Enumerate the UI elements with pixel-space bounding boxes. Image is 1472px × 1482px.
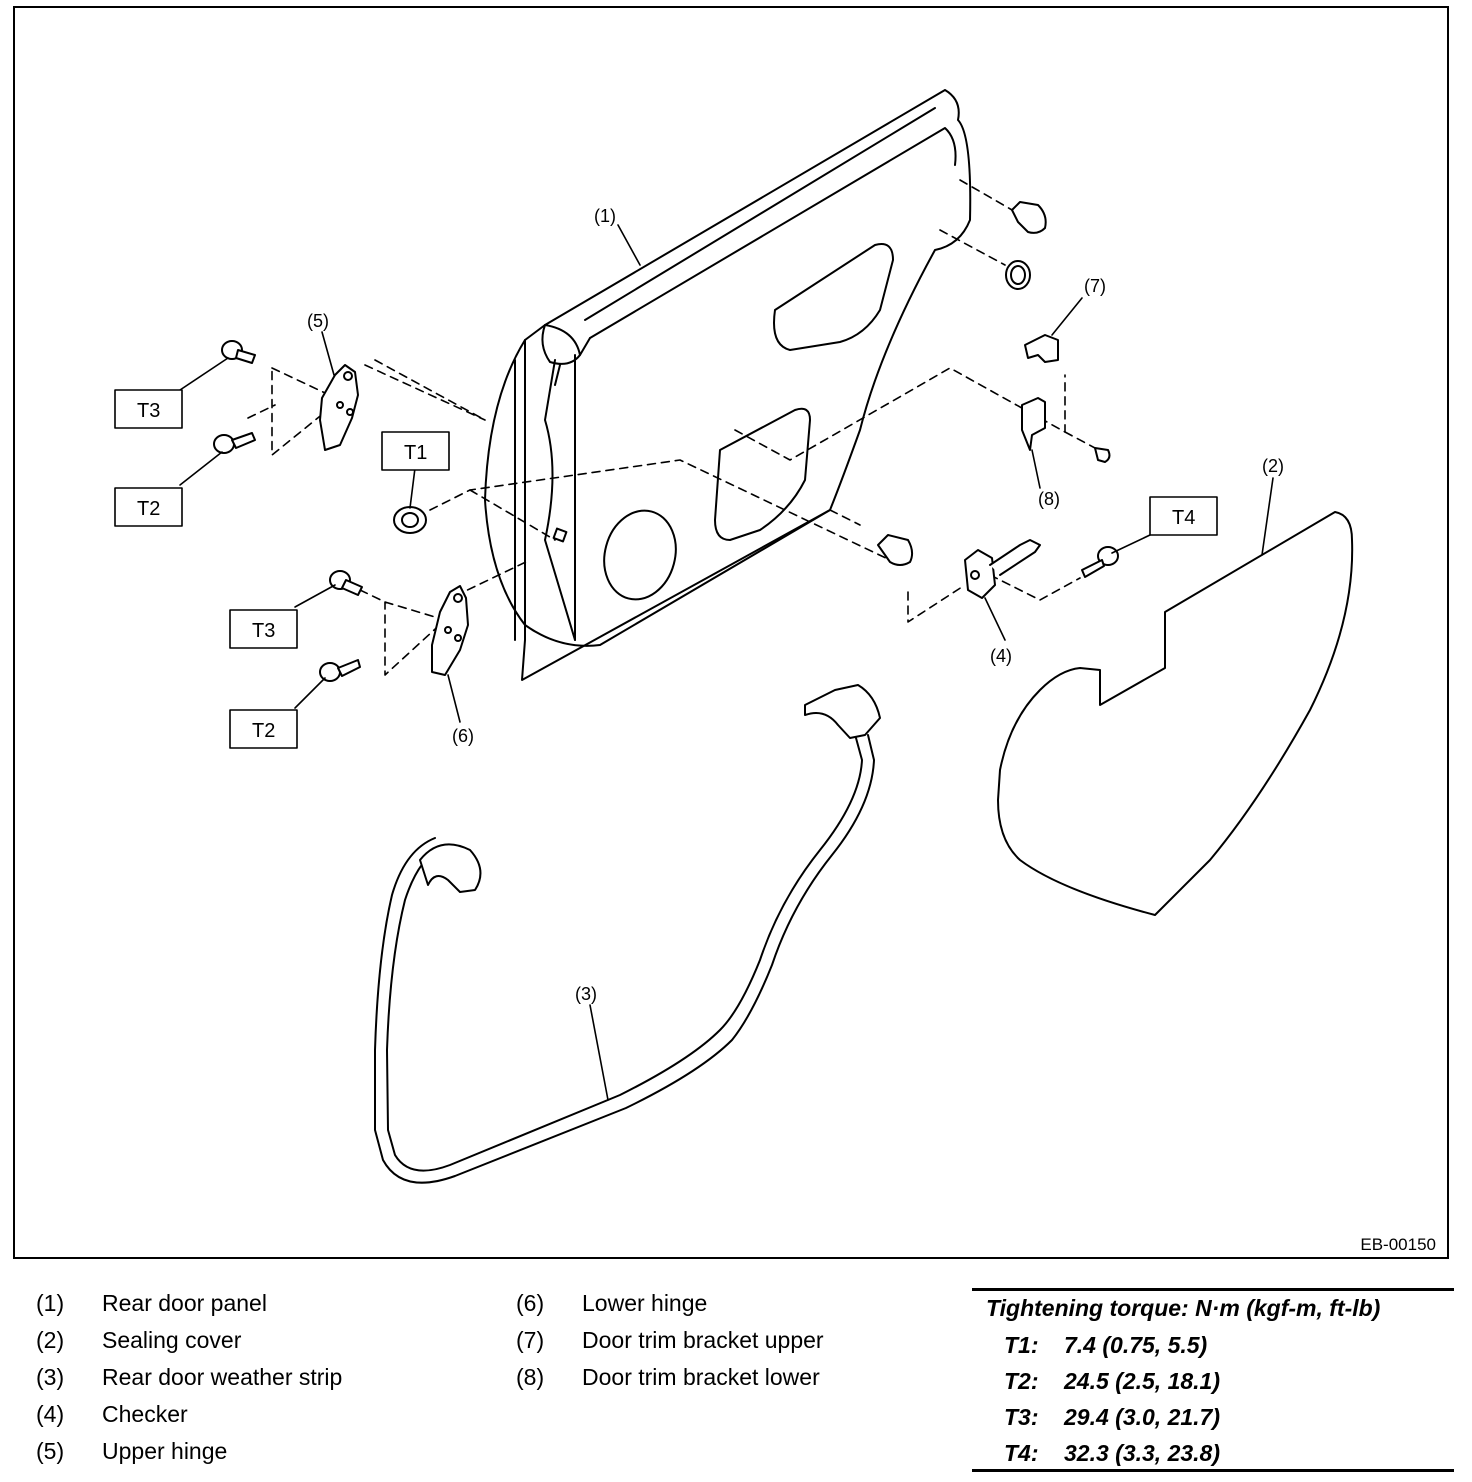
torque-label-t1: T1 (404, 442, 427, 464)
bolt-t3-lower (329, 570, 363, 596)
nut-t1 (393, 506, 427, 534)
rear-door-panel (484, 89, 972, 681)
torque-label-t3-lower: T3 (252, 620, 275, 642)
screw-small (1094, 447, 1111, 463)
torque-label-t3-upper: T3 (137, 400, 160, 422)
callout-4: (4) (990, 646, 1012, 666)
legend-num: (8) (516, 1364, 545, 1390)
bolt-t4 (1081, 546, 1119, 578)
torque-key: T1: (1004, 1332, 1039, 1358)
torque-table-title: Tightening torque: N·m (kgf-m, ft-lb) (986, 1295, 1381, 1321)
torque-table: Tightening torque: N·m (kgf-m, ft-lb) T1… (972, 1288, 1454, 1472)
legend-text: Upper hinge (102, 1438, 228, 1464)
parts-legend-right: (6) Lower hinge (7) Door trim bracket uppe… (516, 1290, 956, 1401)
legend-num: (3) (36, 1364, 65, 1390)
checker (964, 539, 1041, 599)
torque-label-boxes (114, 389, 1218, 749)
bolt-t3-upper (221, 340, 256, 364)
figure-code: EB-00150 (1360, 1235, 1436, 1254)
callout-8: (8) (1038, 489, 1060, 509)
legend-text: Checker (102, 1401, 188, 1427)
door-trim-bracket-upper (1024, 334, 1059, 363)
torque-row: T2: 24.5 (2.5, 18.1) (1004, 1368, 1220, 1395)
door-trim-bracket-lower (1021, 397, 1046, 451)
torque-label-t2-lower: T2 (252, 720, 275, 742)
door-clips (877, 201, 1047, 566)
callout-6: (6) (452, 726, 474, 746)
upper-hinge (319, 364, 359, 451)
torque-key: T4: (1004, 1440, 1039, 1466)
sealing-cover (997, 511, 1354, 916)
diagram-frame (13, 6, 1449, 1259)
bolt-t2-lower (319, 659, 361, 682)
torque-row: T3: 29.4 (3.0, 21.7) (1004, 1404, 1220, 1431)
torque-value: 7.4 (0.75, 5.5) (1064, 1332, 1208, 1358)
legend-item: (6) Lower hinge (516, 1290, 956, 1327)
callout-3: (3) (575, 984, 597, 1004)
leader-lines (179, 224, 1274, 1101)
legend-text: Door trim bracket upper (582, 1327, 824, 1353)
legend-item: (7) Door trim bracket upper (516, 1327, 956, 1364)
assembly-lines (247, 179, 1096, 676)
legend-text: Lower hinge (582, 1290, 708, 1316)
torque-row: T4: 32.3 (3.3, 23.8) (1004, 1440, 1220, 1467)
rear-door-weather-strip (374, 684, 881, 1184)
legend-num: (2) (36, 1327, 65, 1353)
legend-text: Rear door panel (102, 1290, 267, 1316)
torque-value: 24.5 (2.5, 18.1) (1064, 1368, 1220, 1394)
torque-value: 32.3 (3.3, 23.8) (1064, 1440, 1220, 1466)
torque-row: T1: 7.4 (0.75, 5.5) (1004, 1332, 1207, 1359)
callout-7: (7) (1084, 276, 1106, 296)
torque-label-t4: T4 (1172, 507, 1195, 529)
legend-item: (5) Upper hinge (36, 1438, 476, 1475)
legend-num: (5) (36, 1438, 65, 1464)
legend-item: (2) Sealing cover (36, 1327, 476, 1364)
legend-text: Door trim bracket lower (582, 1364, 820, 1390)
legend-item: (3) Rear door weather strip (36, 1364, 476, 1401)
bolt-t2-upper (213, 432, 256, 454)
legend-num: (4) (36, 1401, 65, 1427)
torque-key: T3: (1004, 1404, 1039, 1430)
callout-5: (5) (307, 311, 329, 331)
torque-label-t2-upper: T2 (137, 498, 160, 520)
callout-1: (1) (594, 206, 616, 226)
legend-num: (1) (36, 1290, 65, 1316)
torque-value: 29.4 (3.0, 21.7) (1064, 1404, 1220, 1430)
legend-text: Rear door weather strip (102, 1364, 343, 1390)
legend-num: (7) (516, 1327, 545, 1353)
legend-item: (4) Checker (36, 1401, 476, 1438)
legend-item: (8) Door trim bracket lower (516, 1364, 956, 1401)
legend-text: Sealing cover (102, 1327, 242, 1353)
parts-legend-left: (1) Rear door panel (2) Sealing cover (3) R… (36, 1290, 476, 1475)
lower-hinge (431, 585, 469, 676)
legend-num: (6) (516, 1290, 545, 1316)
legend-item: (1) Rear door panel (36, 1290, 476, 1327)
callout-2: (2) (1262, 456, 1284, 476)
torque-key: T2: (1004, 1368, 1039, 1394)
